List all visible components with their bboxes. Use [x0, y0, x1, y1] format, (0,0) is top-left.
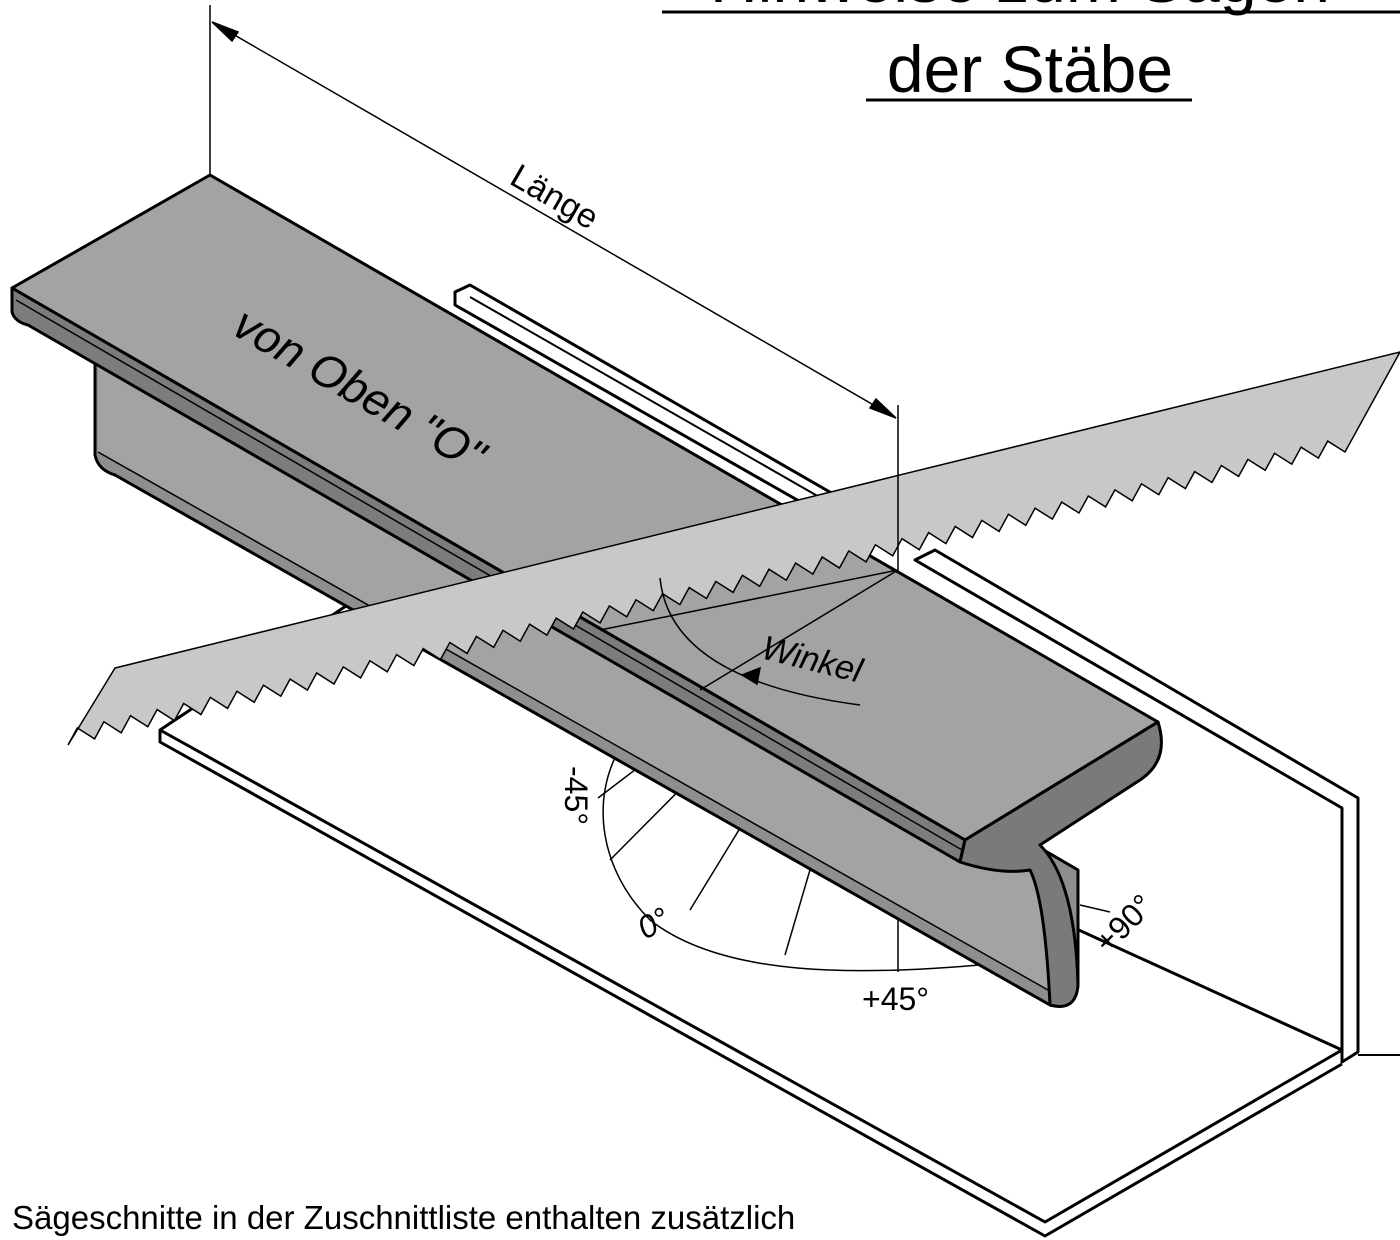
angle-arc	[659, 577, 861, 706]
angle-scale-arc	[602, 747, 1031, 972]
angle-indicator	[659, 577, 861, 706]
angle-minus45: -45°	[558, 766, 594, 825]
miter-box-base-edge	[158, 730, 1343, 1238]
rear-bar-edge	[469, 296, 829, 503]
note-text: Sägeschnitte in der Zuschnittliste entha…	[12, 1199, 796, 1236]
miter-box	[158, 283, 1400, 1238]
title-line-1: Hinweise zum Sägen	[710, 0, 1330, 16]
length-label: Länge	[504, 157, 605, 237]
profile-end-section	[958, 720, 1163, 1008]
length-dimension	[209, 5, 899, 570]
miter-box-back-wall	[913, 548, 1360, 1064]
profile-bar	[10, 173, 1163, 1008]
angle-arrow-head	[740, 666, 761, 686]
cut-line-square	[599, 569, 899, 631]
title-line-2: der Stäbe	[887, 32, 1173, 106]
dimension-arrow-right	[868, 397, 897, 419]
dimension-line	[211, 21, 897, 419]
web-fillet-line	[97, 451, 1049, 991]
saw-blade	[67, 351, 1400, 746]
cut-line-angle	[699, 569, 899, 691]
cut-lines	[599, 569, 899, 691]
angle-plus45: +45°	[862, 981, 929, 1017]
scale-ray-90	[1079, 904, 1111, 913]
saw-blade-body	[67, 351, 1400, 746]
dimension-arrow-left	[211, 21, 240, 43]
flange-edge-line	[15, 299, 963, 851]
title: Hinweise zum Sägen der Stäbe	[662, 0, 1400, 106]
